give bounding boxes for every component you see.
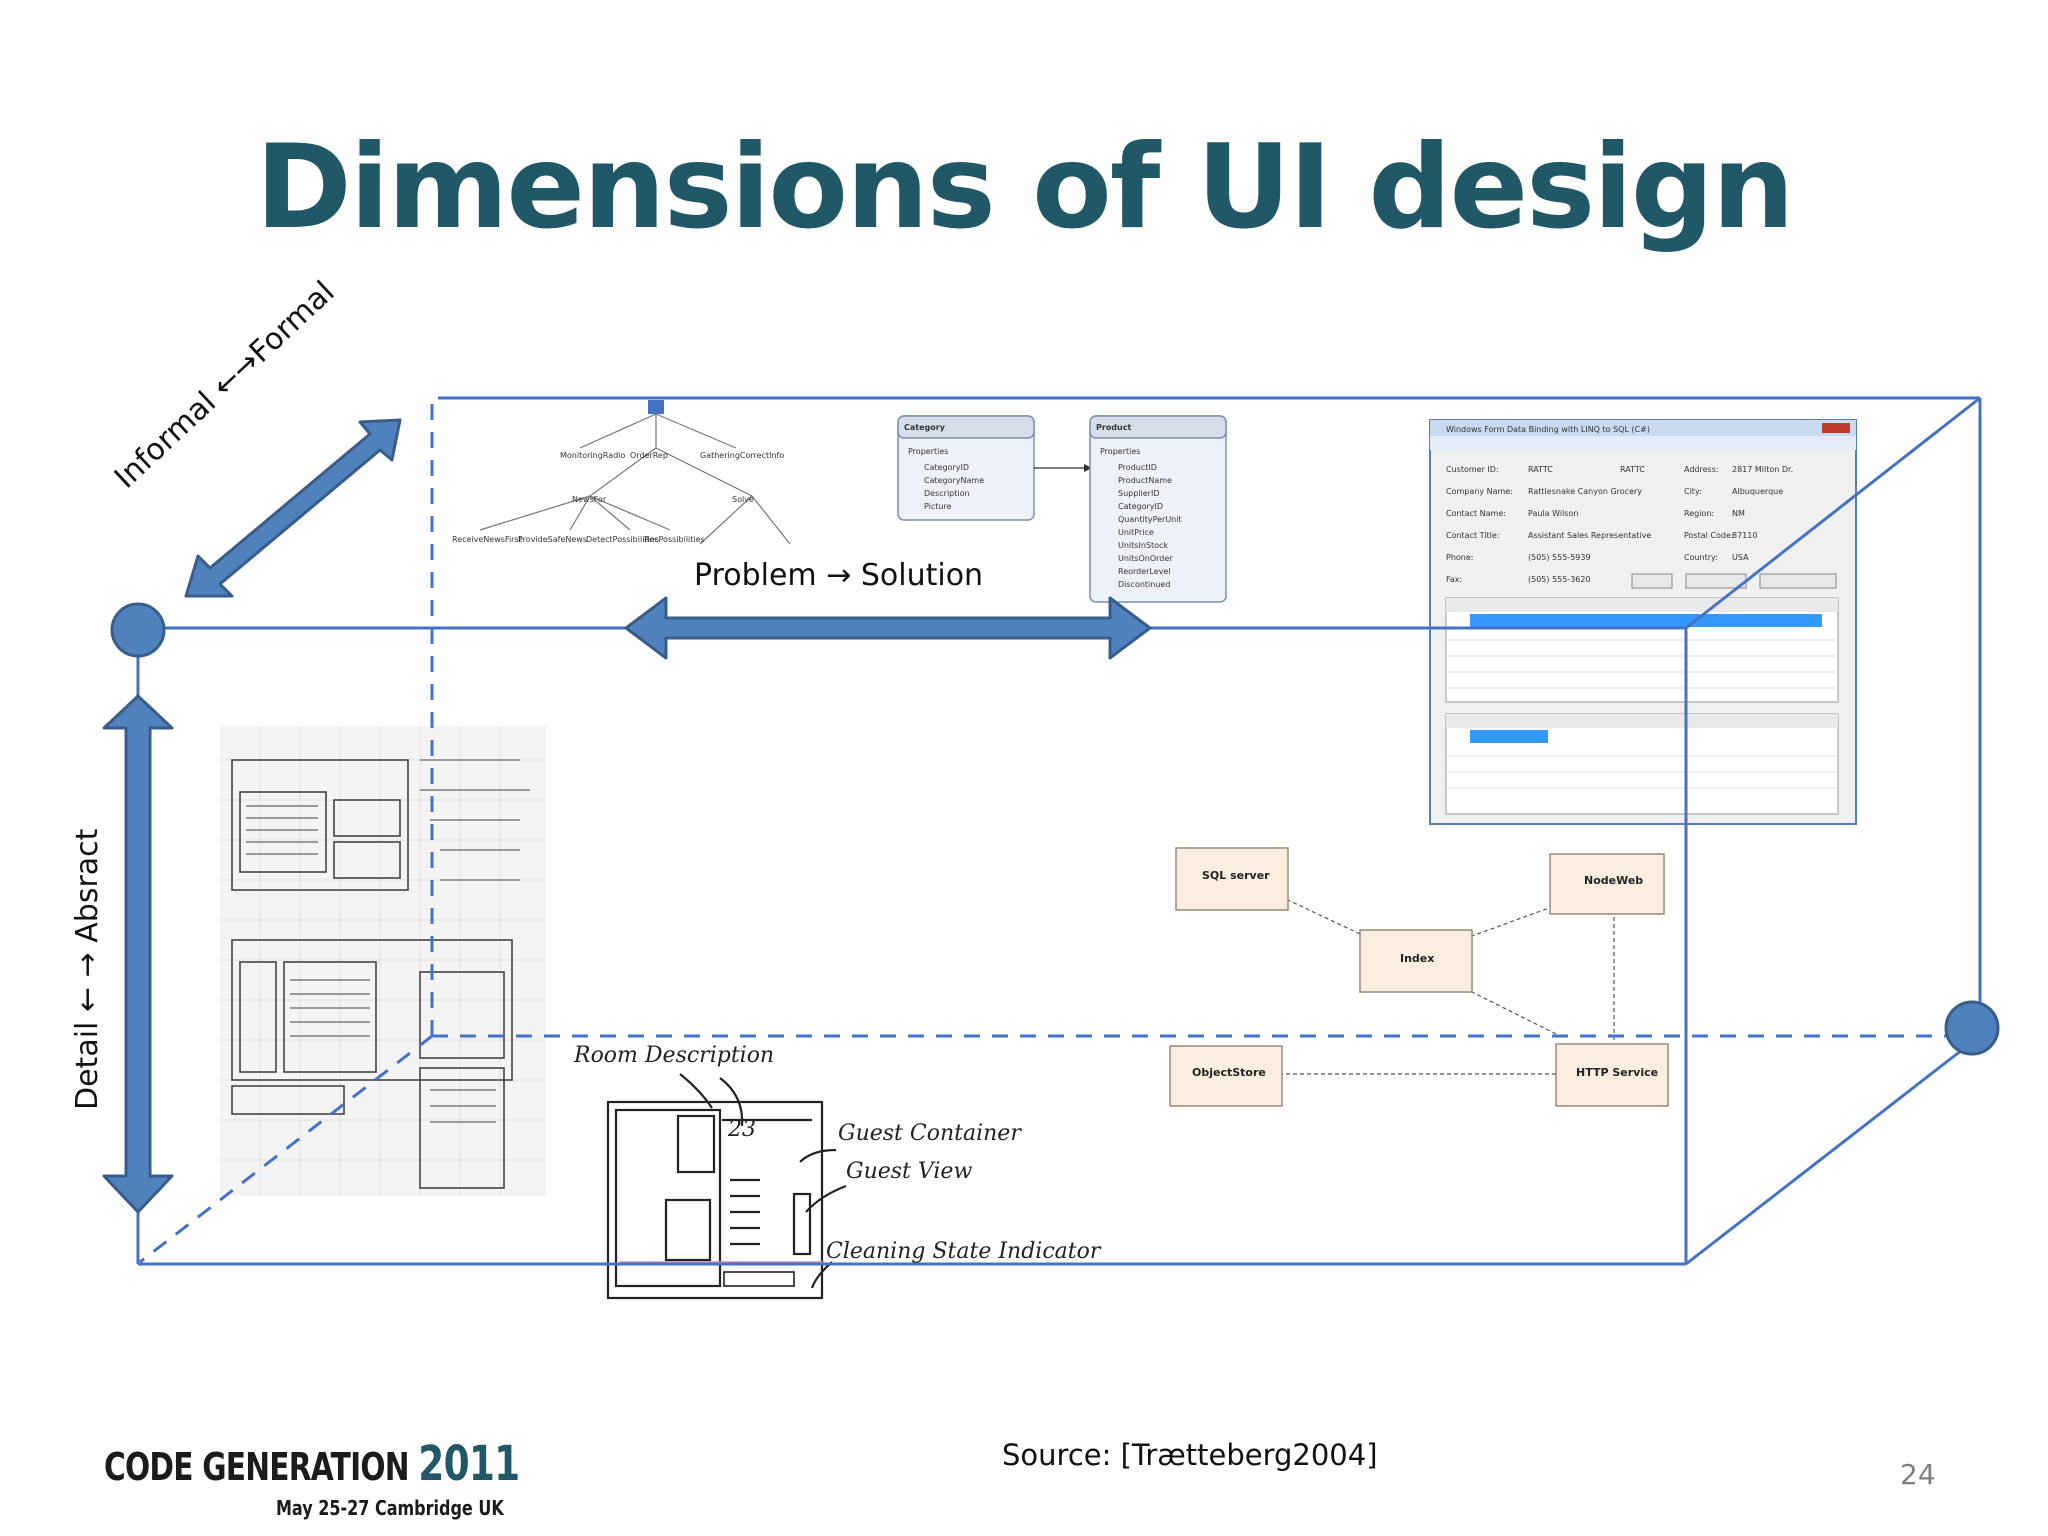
svg-text:Albuquerque: Albuquerque [1732,487,1783,496]
svg-text:Contact Title:: Contact Title: [1446,531,1500,540]
svg-text:(505) 555-5939: (505) 555-5939 [1528,553,1591,562]
sketch-guest-view-label: Guest View [846,1159,972,1184]
svg-text:Address:: Address: [1684,465,1719,474]
svg-text:Customer ID:: Customer ID: [1446,465,1499,474]
svg-text:RATTC: RATTC [1620,465,1645,474]
cube-hidden-edges [139,404,1980,1264]
svg-text:OrderRep: OrderRep [630,451,668,460]
svg-text:Phone:: Phone: [1446,553,1473,562]
uml-index: Index [1400,952,1434,965]
svg-text:CategoryID: CategoryID [1118,502,1163,511]
svg-text:UnitsOnOrder: UnitsOnOrder [1118,554,1173,563]
svg-text:Fax:: Fax: [1446,575,1462,584]
svg-text:2817 Milton Dr.: 2817 Milton Dr. [1732,465,1793,474]
svg-text:CategoryName: CategoryName [924,476,984,485]
room-description-sketch-thumbnail: Room Description 23 Guest Container Gues… [566,1038,1102,1334]
problem-solution-arrow [624,596,1152,660]
sketch-room-number: 23 [727,1117,756,1142]
svg-text:Solve: Solve [732,495,754,504]
svg-text:87110: 87110 [1732,531,1757,540]
svg-text:Rattlesnake Canyon Grocery: Rattlesnake Canyon Grocery [1528,487,1642,496]
svg-text:NM: NM [1732,509,1745,518]
svg-text:SupplierID: SupplierID [1118,489,1159,498]
svg-text:UnitPrice: UnitPrice [1118,528,1154,537]
source-citation: Source: [Trætteberg2004] [1002,1438,1378,1472]
svg-text:Region:: Region: [1684,509,1714,518]
logo-subtitle: May 25-27 Cambridge UK [276,1496,504,1520]
svg-text:ReceiveNewsFirst: ReceiveNewsFirst [452,535,522,544]
sketch-cleaning-state-label: Cleaning State Indicator [826,1239,1102,1264]
windows-form-thumbnail: Windows Form Data Binding with LINQ to S… [1429,419,1857,825]
svg-text:CategoryID: CategoryID [924,463,969,472]
svg-text:Properties: Properties [908,447,948,456]
svg-text:Contact Name:: Contact Name: [1446,509,1506,518]
svg-text:RecPossibilities: RecPossibilities [644,535,705,544]
uml-objectstore: ObjectStore [1192,1066,1266,1079]
svg-text:Properties: Properties [1100,447,1140,456]
sketch-guest-container-label: Guest Container [838,1121,1022,1146]
detail-abstract-label: Detail ← → Absract [70,828,105,1110]
sketch-room-description-label: Room Description [573,1043,774,1068]
svg-text:City:: City: [1684,487,1702,496]
svg-text:Paula Wilson: Paula Wilson [1528,509,1578,518]
wireframe-sketch-thumbnail [220,726,546,1196]
svg-text:Company Name:: Company Name: [1446,487,1513,496]
svg-text:MonitoringRadio: MonitoringRadio [560,451,625,460]
svg-text:Description: Description [924,489,970,498]
svg-text:UnitsInStock: UnitsInStock [1118,541,1168,550]
svg-text:Discontinued: Discontinued [1118,580,1170,589]
svg-text:QuantityPerUnit: QuantityPerUnit [1118,515,1182,524]
svg-text:ProductID: ProductID [1118,463,1157,472]
svg-text:Assistant Sales Representative: Assistant Sales Representative [1528,531,1651,540]
svg-text:Product: Product [1096,423,1131,432]
problem-solution-label: Problem → Solution [694,558,984,593]
far-corner-dot [1944,1000,2000,1056]
er-diagram-thumbnail: Category Properties CategoryID CategoryN… [897,415,1227,603]
origin-dot [110,602,166,658]
uml-sql-server: SQL server [1202,869,1270,882]
informal-formal-arrow [184,418,402,598]
svg-text:Windows Form Data Binding with: Windows Form Data Binding with LINQ to S… [1446,425,1650,434]
svg-text:Category: Category [904,423,946,432]
task-model-thumbnail: MonitoringRadio OrderRep GatheringCorrec… [448,398,820,548]
logo-year: 2011 [418,1436,520,1492]
logo-text: CODE GENERATION [104,1445,410,1489]
uml-component-thumbnail: SQL server NodeWeb Index ObjectStore HTT… [1169,847,1669,1107]
conference-logo: CODE GENERATION 2011 [104,1436,520,1492]
page-number: 24 [1900,1458,1936,1491]
svg-text:ProductName: ProductName [1118,476,1172,485]
svg-text:GatheringCorrectInfo: GatheringCorrectInfo [700,451,784,460]
svg-text:Postal Code:: Postal Code: [1684,531,1734,540]
svg-text:Picture: Picture [924,502,952,511]
svg-text:RATTC: RATTC [1528,465,1553,474]
svg-text:USA: USA [1732,553,1749,562]
uml-nodeweb: NodeWeb [1584,874,1643,887]
svg-text:(505) 555-3620: (505) 555-3620 [1528,575,1591,584]
svg-text:NewsFor: NewsFor [572,495,607,504]
slide-title: Dimensions of UI design [255,120,1794,255]
svg-text:ProvideSafeNews: ProvideSafeNews [518,535,587,544]
svg-text:Country:: Country: [1684,553,1718,562]
uml-http-service: HTTP Service [1576,1066,1658,1079]
svg-text:ReorderLevel: ReorderLevel [1118,567,1171,576]
detail-abstract-arrow [102,694,174,1214]
svg-text:DetectPossibilities: DetectPossibilities [586,535,659,544]
